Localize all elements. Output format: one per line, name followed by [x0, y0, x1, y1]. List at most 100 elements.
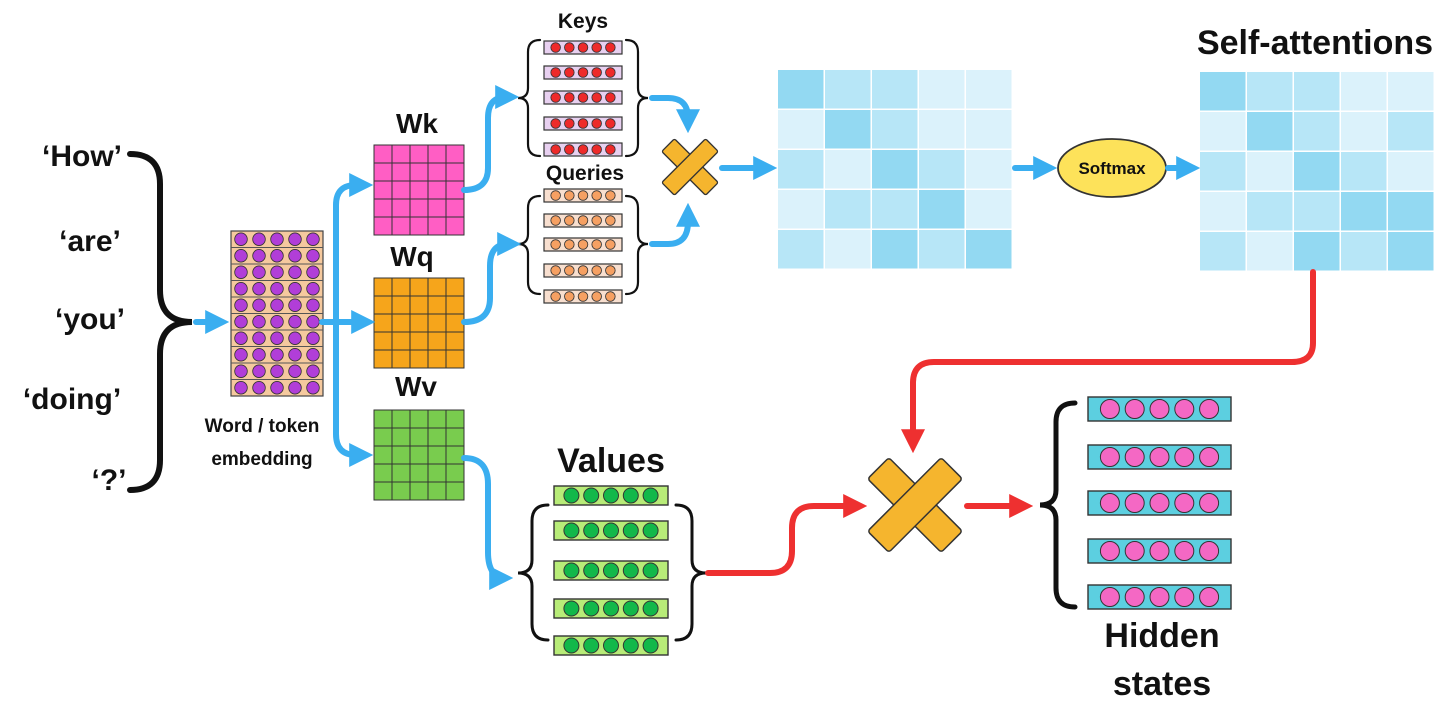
attention-score-cell [872, 70, 918, 109]
embedding-dot [252, 348, 266, 362]
value-vector-dot [603, 637, 619, 654]
wk-cell [373, 180, 393, 200]
embedding-dot [270, 249, 284, 263]
wk-cell [373, 144, 393, 164]
embedding-dot [306, 331, 320, 345]
embedding-dot [288, 298, 302, 312]
attention-score-cell [778, 110, 824, 149]
query-vector-dot [591, 265, 602, 276]
multiply-icon [661, 138, 719, 196]
value-vector-dot [583, 637, 600, 654]
embedding-dot [306, 298, 320, 312]
wv-cell [445, 481, 465, 501]
wq-label: Wq [390, 241, 434, 272]
value-vector-dot [583, 522, 600, 539]
attention-score-cell [825, 150, 871, 189]
hidden-state-vector-dot [1124, 587, 1145, 607]
key-vector-dot [591, 92, 602, 103]
wk-cell [391, 198, 411, 218]
embedding-dot [270, 298, 284, 312]
wq-cell [373, 295, 393, 315]
attention-to-output-arrow [901, 269, 1316, 454]
key-vector-dot [550, 92, 561, 103]
token-doing: ‘doing’ [23, 383, 121, 416]
self-attention-cell [1388, 152, 1434, 191]
hidden-state-vector-dot [1124, 399, 1145, 419]
value-vector-dot [622, 562, 639, 579]
queries-right-brace [624, 194, 649, 296]
hidden-states-label-line2: states [1113, 665, 1211, 703]
key-vector-dot [591, 67, 602, 78]
attention-score-cell [825, 230, 871, 269]
embedding-to-wk-arrow [333, 173, 374, 325]
key-vector-dot [605, 92, 616, 103]
key-vector-dot [577, 67, 589, 78]
attention-score-cell [966, 190, 1012, 229]
hidden-state-vector-dot [1099, 399, 1120, 419]
wk-cell [409, 216, 429, 236]
attention-score-cell [778, 150, 824, 189]
wv-cell [373, 427, 393, 447]
value-vector-dot [603, 487, 619, 504]
embedding-dot [252, 381, 266, 395]
embedding-dot [234, 265, 248, 279]
query-vector-dot [550, 239, 561, 250]
token-are: ‘are’ [59, 225, 121, 258]
values-label: Values [557, 442, 665, 480]
wk-label: Wk [396, 108, 438, 139]
wk-cell [373, 162, 393, 182]
embedding-dot [288, 381, 302, 395]
wq-cell [391, 349, 411, 369]
embedding-dot [234, 348, 248, 362]
key-vector-dot [577, 42, 589, 53]
embedding-dot [270, 381, 284, 395]
attention-score-cell [825, 110, 871, 149]
self-attention-cell [1247, 232, 1293, 271]
hidden-states-vectors [1087, 396, 1232, 610]
embedding-dot [270, 282, 284, 296]
embedding-dot [270, 315, 284, 329]
embedding-to-wv-arrow [333, 319, 374, 467]
embedding-dot [252, 265, 266, 279]
query-vector-dot [605, 239, 616, 250]
value-vector-dot [603, 562, 619, 579]
wk-cell [391, 144, 411, 164]
wv-cell [445, 445, 465, 465]
attention-score-cell [919, 110, 965, 149]
embedding-dot [270, 232, 284, 246]
value-vector-dot [642, 600, 659, 617]
values-right-brace [674, 503, 707, 642]
wq-cell [445, 349, 465, 369]
embedding-matrix [230, 230, 324, 397]
embedding-dot [234, 364, 248, 378]
query-vector-dot [577, 215, 589, 226]
embedding-dot [306, 232, 320, 246]
embedding-dot [252, 331, 266, 345]
wk-cell [427, 180, 447, 200]
attention-score-cell [825, 190, 871, 229]
keys-vectors [543, 40, 623, 157]
hidden-state-vector-dot [1174, 399, 1195, 419]
query-vector-dot [564, 265, 575, 276]
hidden-state-vector-dot [1199, 587, 1220, 607]
self-attention-cell [1247, 72, 1293, 111]
wk-cell [427, 198, 447, 218]
wk-cell [427, 216, 447, 236]
attention-score-cell [966, 70, 1012, 109]
wv-cell [409, 409, 429, 429]
value-vector-dot [642, 487, 659, 504]
wv-matrix [373, 409, 465, 501]
keys-left-brace [517, 38, 542, 158]
query-vector-dot [591, 291, 602, 302]
hidden-state-vector-dot [1174, 541, 1195, 561]
hidden-state-vector-dot [1149, 541, 1170, 561]
self-attentions-label: Self-attentions [1197, 24, 1433, 62]
attention-score-cell [872, 110, 918, 149]
value-vector-dot [642, 522, 659, 539]
embedding-dot [306, 282, 320, 296]
key-vector-dot [605, 144, 616, 155]
values-to-output-arrow [705, 494, 868, 576]
query-vector-dot [564, 215, 575, 226]
key-vector-dot [577, 92, 589, 103]
embedding-dot [288, 249, 302, 263]
